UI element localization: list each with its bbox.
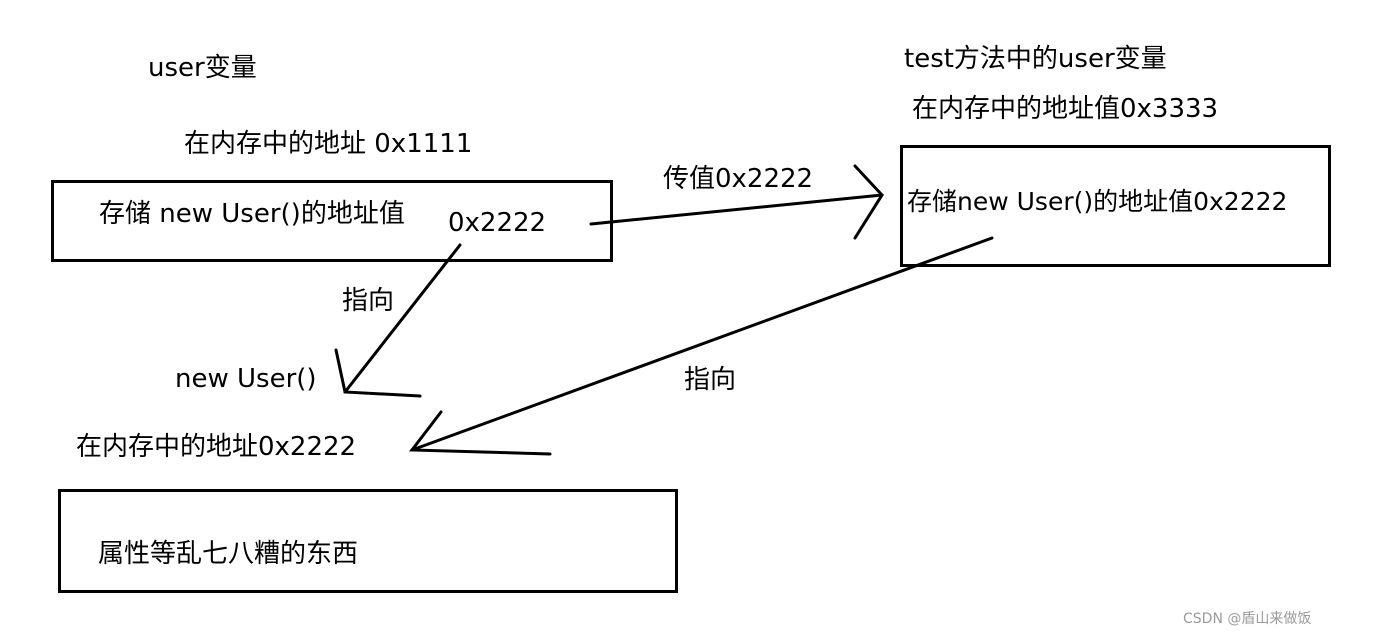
test-box-text: 存储new User()的地址值0x2222 [907, 187, 1288, 216]
object-address-label: 在内存中的地址0x2222 [76, 432, 357, 462]
test-address-label: 在内存中的地址值0x3333 [912, 94, 1219, 124]
left-pointer-arrow-shaft [343, 243, 462, 394]
object-box [58, 489, 678, 593]
left-pointer-label: 指向 [342, 286, 395, 316]
right-pointer-arrow-shaft [410, 236, 994, 452]
right-pointer-label: 指向 [684, 365, 737, 395]
right-pointer-arrow-head [409, 410, 552, 456]
user-address-label: 在内存中的地址 0x1111 [184, 129, 473, 159]
left-pointer-arrow-head [334, 348, 422, 398]
object-box-text: 属性等乱七八糟的东西 [98, 539, 359, 569]
watermark: CSDN @盾山来做饭 [1183, 611, 1312, 627]
pass-value-arrow-head [853, 164, 884, 240]
pass-value-arrow-shaft [589, 193, 884, 226]
pass-value-label: 传值0x2222 [663, 164, 814, 194]
user-variable-label: user变量 [148, 53, 257, 83]
user-box-text: 存储 new User()的地址值 [99, 199, 405, 229]
test-variable-box [900, 145, 1331, 267]
test-variable-label: test方法中的user变量 [904, 44, 1167, 74]
object-name-label: new User() [175, 364, 317, 394]
user-box-value: 0x2222 [448, 208, 547, 238]
